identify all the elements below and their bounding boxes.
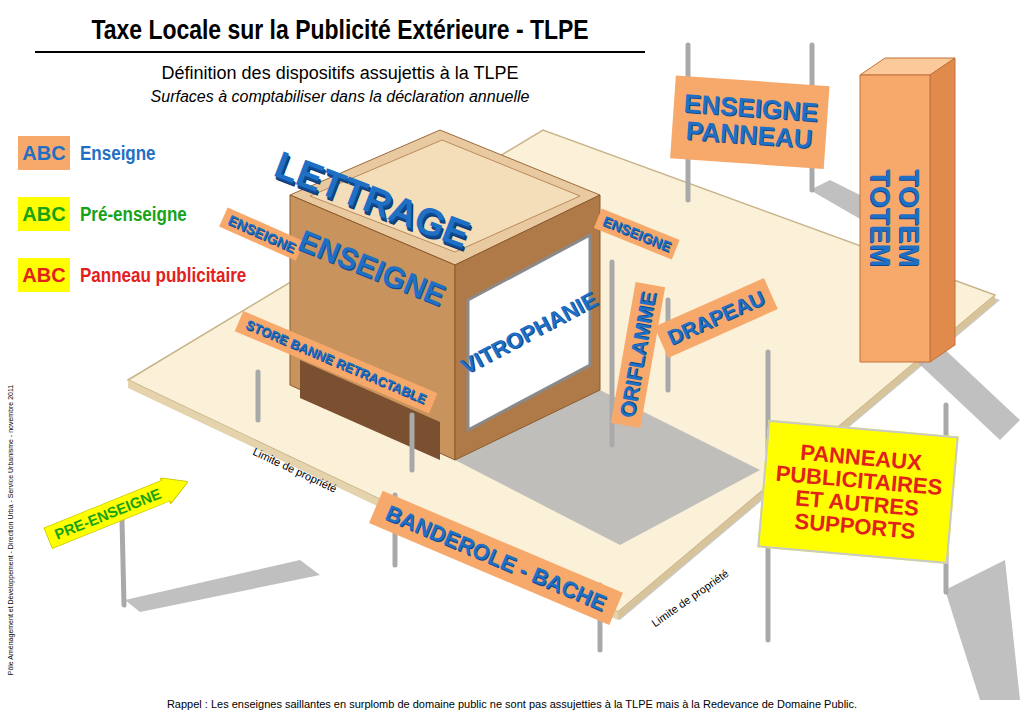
sign-text: PANNEAUX PUBLICITAIRES ET AUTRES SUPPORT… (771, 439, 945, 546)
illustration-shape (945, 560, 1020, 700)
sign-text: ENSEIGNE PANNEAU (681, 90, 819, 154)
subtitle: Définition des dispositifs assujettis à … (162, 63, 519, 84)
illustration-shape (256, 372, 261, 420)
panel-sign: ENSEIGNE PANNEAU (670, 75, 830, 168)
legend-swatch: ABC (18, 136, 70, 170)
credit: Pôle Aménagement et Développement - Dire… (7, 385, 14, 676)
illustration-shape (125, 560, 320, 612)
arrow-shape (43, 469, 194, 551)
illustration-shape (122, 45, 946, 650)
caption-note: Rappel : Les enseignes saillantes en sur… (167, 698, 857, 710)
legend-row: ABC Panneau publicitaire (18, 258, 276, 292)
legend-text: Panneau publicitaire (80, 264, 246, 287)
illustration-shape (860, 75, 930, 362)
illustration-shape (455, 195, 600, 460)
sign-text: PRE-ENSEIGNE (52, 486, 163, 543)
legend-text: Enseigne (80, 142, 156, 165)
sign-text: ENSEIGNE (226, 213, 298, 256)
sign-text: TOTEM (866, 169, 895, 266)
illustration-shape (930, 58, 955, 362)
legend-row: ABC Pré-enseigne (18, 197, 206, 231)
title: Taxe Locale sur la Publicité Extérieure … (91, 14, 588, 46)
legend-swatch: ABC (18, 258, 70, 292)
illustration-shape (35, 51, 645, 53)
subtitle: Surfaces à comptabiliser dans la déclara… (151, 88, 530, 106)
sign-text: TOTEM (895, 169, 924, 266)
legend-row: ABC Enseigne (18, 136, 169, 170)
illustration-shape (122, 520, 124, 605)
legend-text: Pré-enseigne (80, 203, 187, 226)
legend-swatch: ABC (18, 197, 70, 231)
pre-sign-arrow: PRE-ENSEIGNE (43, 469, 194, 551)
billboard: PANNEAUX PUBLICITAIRES ET AUTRES SUPPORT… (757, 420, 958, 565)
illustration-shape (410, 415, 415, 470)
totem: TOTEMTOTEM (864, 163, 927, 272)
